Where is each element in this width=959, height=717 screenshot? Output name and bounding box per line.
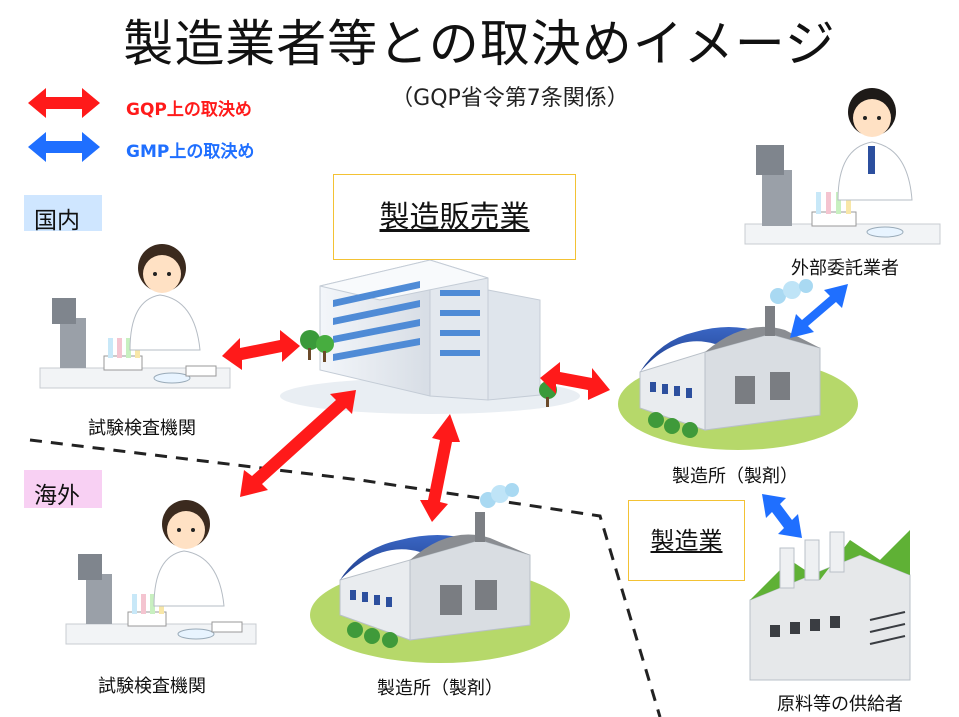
page-subtitle: （GQP省令第7条関係） [391, 86, 629, 111]
headquarters-building-illustration [280, 259, 580, 414]
factory-right-illustration [618, 279, 858, 450]
manufacturer-label: 製造業 [628, 500, 745, 581]
gqp-arrow-distributor-plant-right [540, 362, 610, 400]
lab-domestic-illustration [39, 244, 231, 389]
supplier-label: 原料等の供給者 [777, 694, 903, 715]
legend-gqp-label: GQP上の取決め [126, 100, 252, 120]
region-overseas-label: 海外 [24, 470, 102, 509]
contractor-illustration [744, 88, 941, 245]
gmp-arrow-plant-right-supplier [762, 494, 802, 538]
gqp-arrow-distributor-lab-domestic [222, 330, 300, 370]
gqp-arrow-distributor-plant-center [420, 414, 460, 522]
distributor-label: 製造販売業 [333, 174, 576, 260]
lab-domestic-label: 試験検査機関 [88, 418, 196, 439]
gmp-arrow-plant-right-contractor [790, 284, 848, 338]
gqp-arrow-distributor-lab-overseas [240, 390, 356, 497]
plant-center-label: 製造所（製剤） [377, 678, 503, 699]
legend-gmp-arrow-icon [28, 132, 100, 162]
lab-overseas-label: 試験検査機関 [98, 676, 206, 697]
lab-overseas-illustration [65, 500, 257, 645]
region-domestic-label: 国内 [24, 195, 102, 234]
legend-gqp-arrow-icon [28, 88, 100, 118]
plant-right-label: 製造所（製剤） [672, 466, 798, 487]
factory-center-illustration [310, 483, 570, 663]
legend-gmp-label: GMP上の取決め [126, 142, 255, 162]
region-divider-line [29, 438, 662, 717]
contractor-label: 外部委託業者 [791, 258, 899, 279]
supplier-factory-illustration [749, 530, 911, 681]
page-title: 製造業者等との取決めイメージ [123, 15, 836, 73]
